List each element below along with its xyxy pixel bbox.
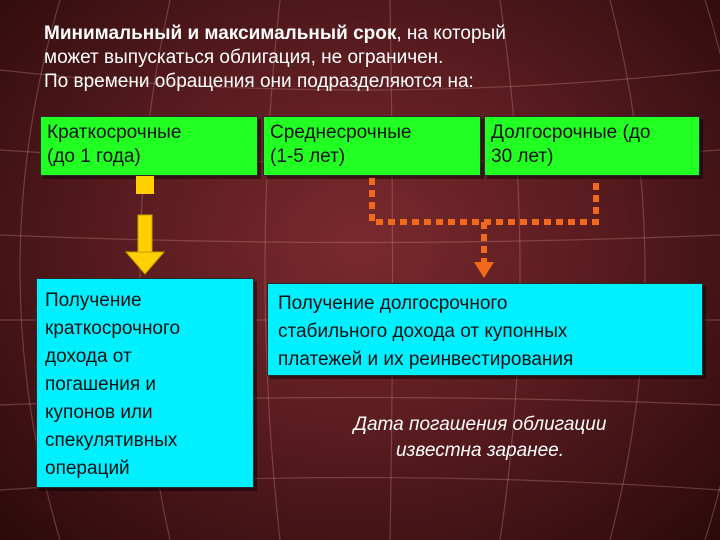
long-term-outcome-box: Получение долгосрочного стабильного дохо… — [267, 283, 703, 376]
medium-term-box: Среднесрочные (1-5 лет) — [263, 116, 481, 176]
maturity-note: Дата погашения облигации известна заране… — [353, 414, 607, 461]
short-term-box: Краткосрочные (до 1 года) — [40, 116, 258, 176]
header-line-2: может выпускаться облигация, не ограниче… — [44, 47, 444, 68]
header-line-3: По времени обращения они подразделяются … — [44, 71, 474, 92]
header-line-1: Минимальный и максимальный срок, на кото… — [44, 23, 506, 44]
short-term-outcome-box: Получение краткосрочного дохода от погаш… — [36, 278, 254, 488]
page-header: Минимальный и максимальный срок, на кото… — [44, 22, 684, 94]
long-term-box: Долгосрочные (до 30 лет) — [484, 116, 700, 176]
